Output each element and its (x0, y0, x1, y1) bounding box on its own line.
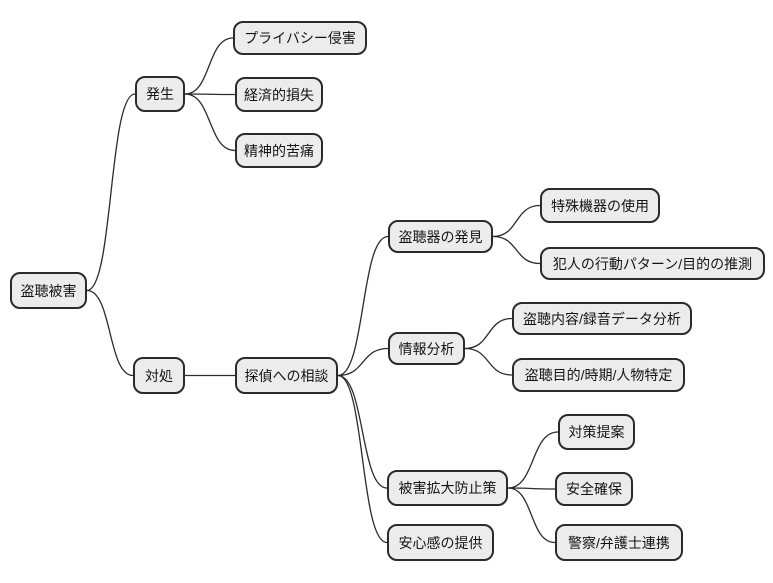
edge-tantei-hakken (337, 235, 389, 377)
edge-tantei-boshi (337, 374, 388, 489)
node-anzen: 安全確保 (555, 472, 633, 506)
node-boshi: 被害拡大防止策 (387, 470, 508, 506)
edge-joho-naiyo (464, 317, 513, 350)
node-hassei: 発生 (135, 76, 185, 112)
node-tantei: 探偵への相談 (235, 357, 338, 394)
node-hannin: 犯人の行動パターン/目的の推測 (540, 247, 765, 280)
node-keisatsu: 警察/弁護士連携 (555, 524, 683, 561)
node-joho: 情報分析 (388, 332, 465, 365)
node-anshin: 安心感の提供 (387, 524, 494, 561)
edge-hassei-seishin (184, 93, 236, 152)
node-root: 盗聴被害 (10, 272, 87, 309)
node-privacy: プライバシー侵害 (233, 21, 367, 55)
edge-hakken-hannin (492, 235, 541, 265)
edge-hassei-privacy (184, 37, 234, 95)
node-naiyo: 盗聴内容/録音データ分析 (512, 302, 692, 335)
node-seishin: 精神的苦痛 (235, 133, 323, 168)
node-mokuteki: 盗聴目的/時期/人物特定 (512, 358, 685, 392)
edge-joho-mokuteki (464, 347, 513, 376)
edge-boshi-taisaku (507, 431, 559, 489)
edge-boshi-anzen (507, 487, 556, 490)
edge-hakken-tokushu (492, 204, 541, 238)
edge-hassei-keizai (184, 93, 236, 96)
node-keizai: 経済的損失 (235, 77, 323, 112)
edge-tantei-anshin (337, 374, 388, 544)
edge-tantei-joho (337, 347, 389, 377)
edge-boshi-keisatsu (507, 487, 556, 544)
node-tokushu: 特殊機器の使用 (540, 188, 660, 223)
node-hakken: 盗聴器の発見 (388, 220, 493, 253)
node-taisaku: 対策提案 (558, 414, 635, 450)
node-taisho: 対処 (133, 357, 185, 394)
edge-root-taisho (86, 289, 134, 377)
edge-root-hassei (86, 93, 136, 292)
